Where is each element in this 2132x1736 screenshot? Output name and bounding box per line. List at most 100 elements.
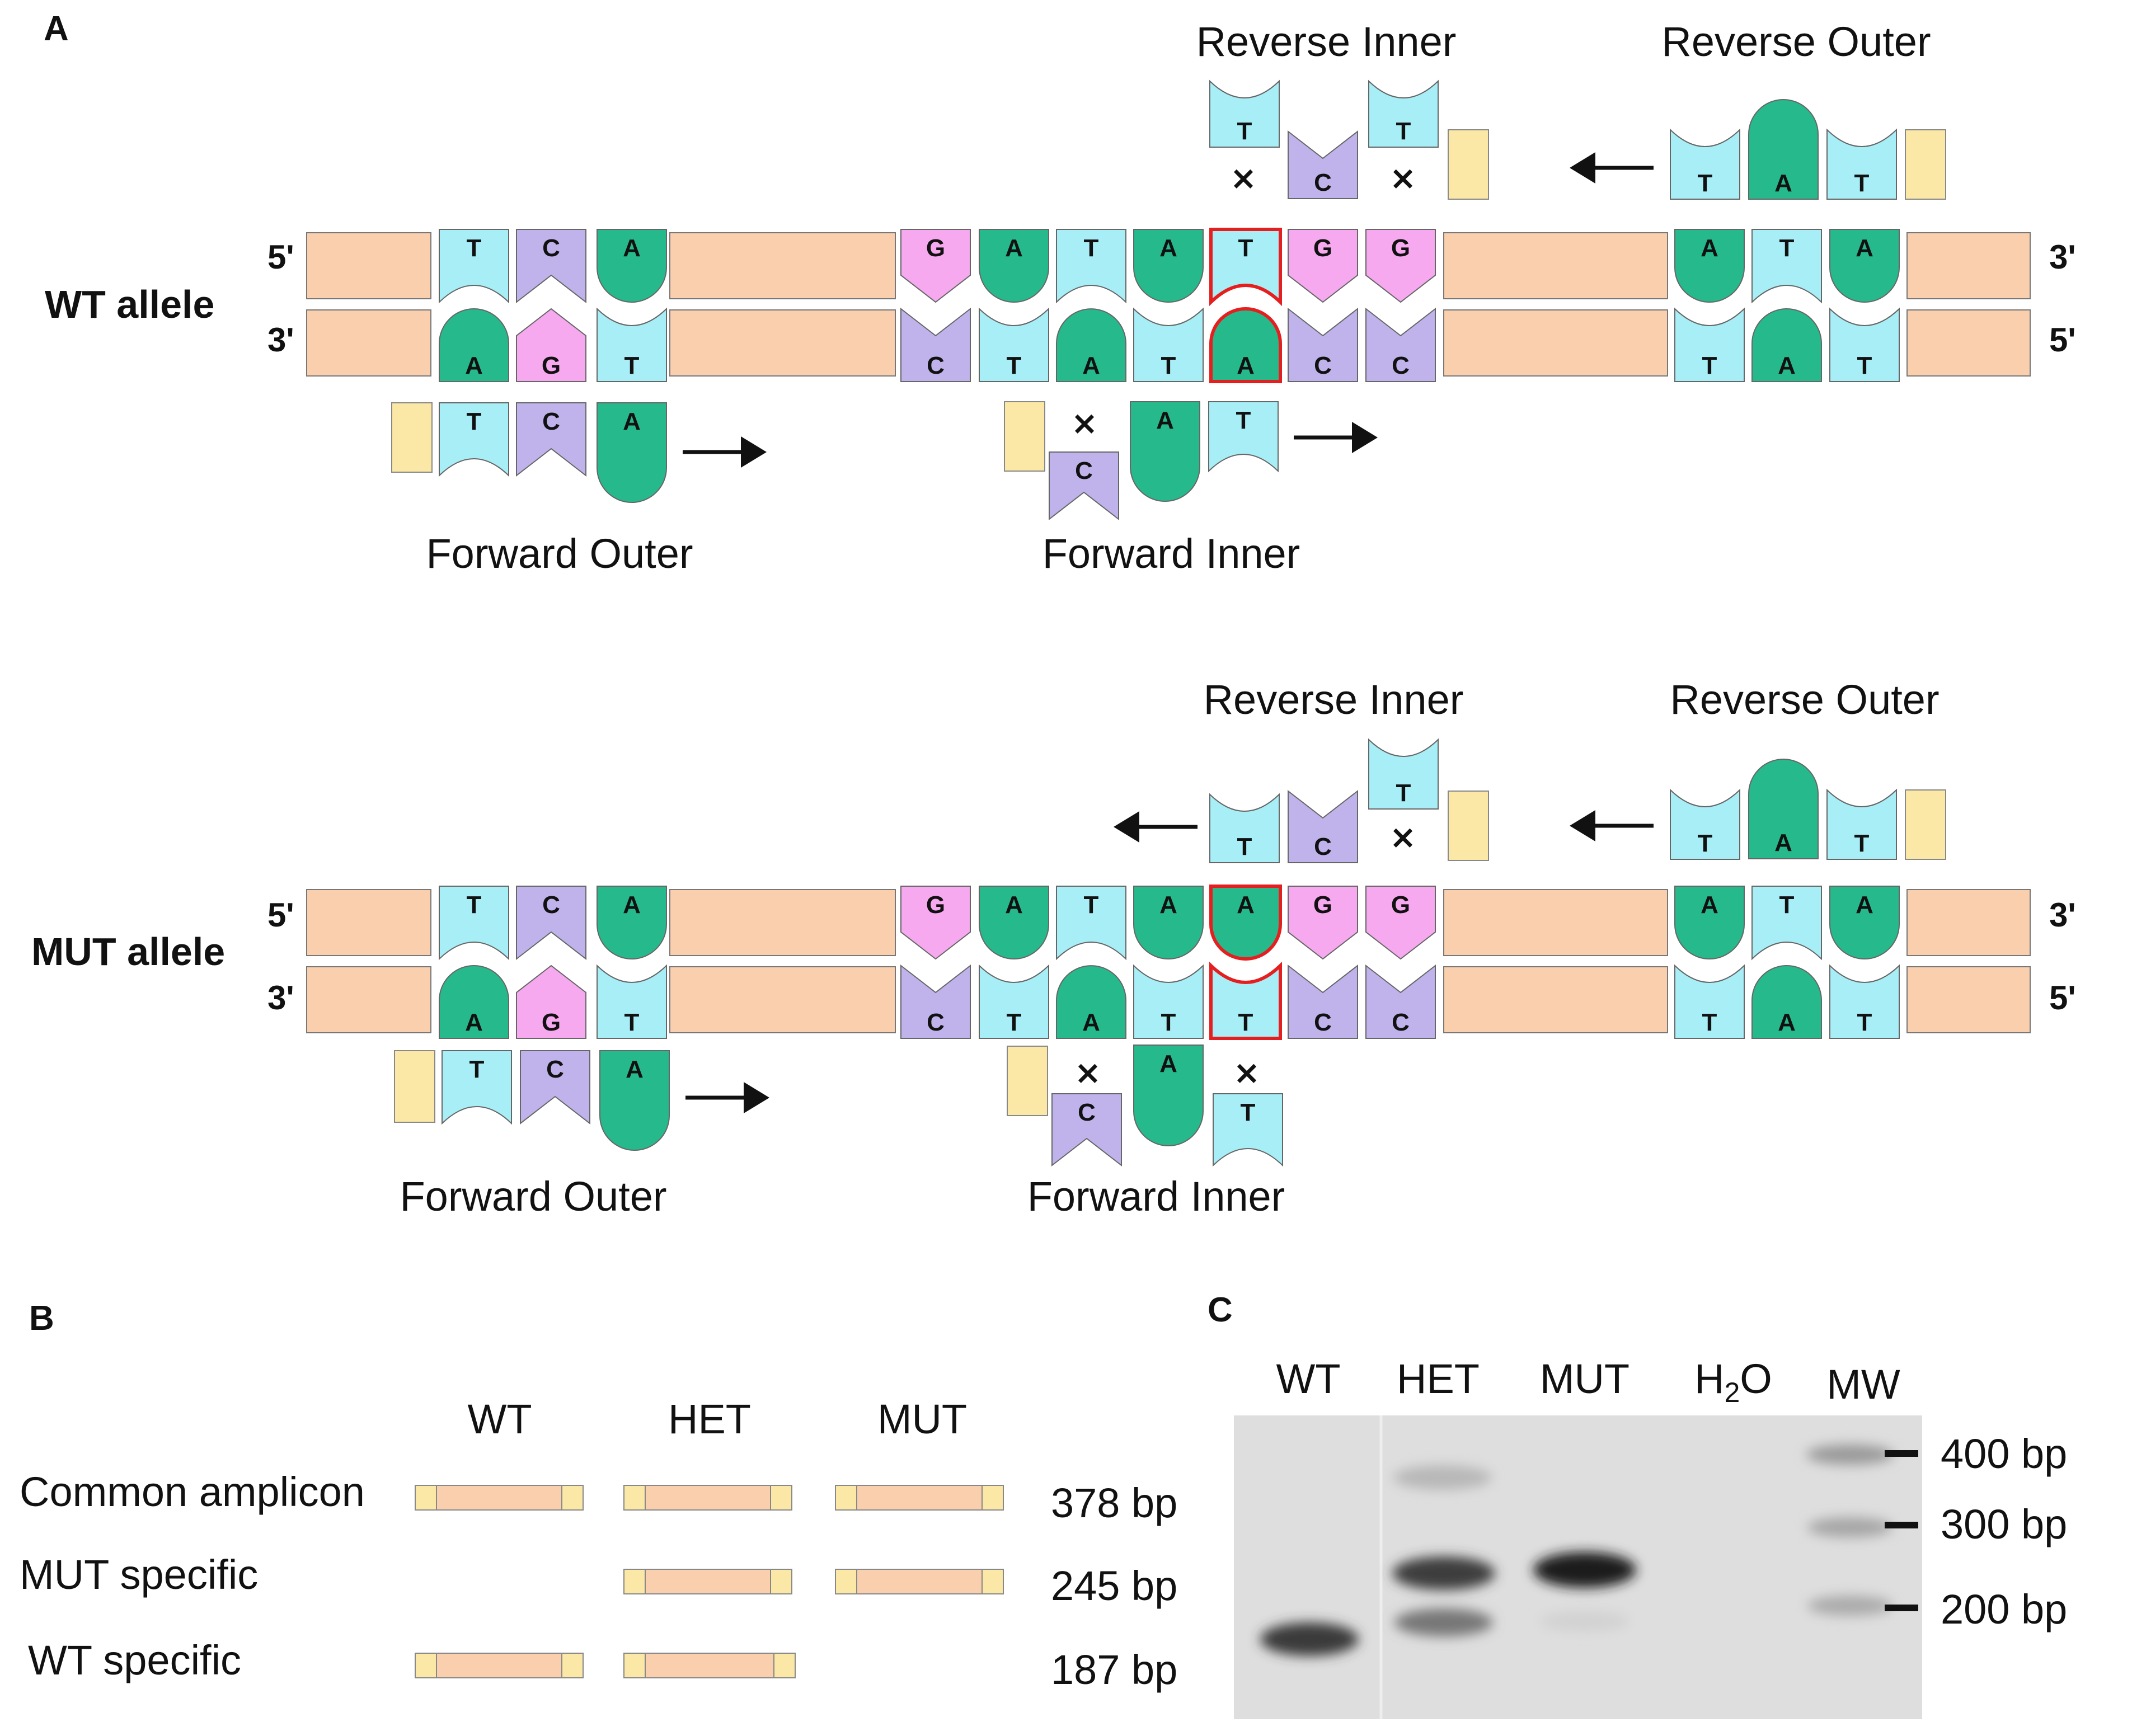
mut-top-base-7-letter: A (1237, 891, 1255, 919)
gel-lane-label-water-o: O (1740, 1356, 1772, 1402)
wt-top-base-0-shape (439, 229, 509, 304)
wt-bottom-base-2-letter: T (624, 352, 640, 379)
mut-top-base-3-letter: G (926, 891, 945, 919)
wt-top-base-8: G (1288, 229, 1358, 303)
mut-top-base-0-shape (439, 886, 509, 961)
mut-bottom-base-12: T (1829, 964, 1900, 1039)
mut-forward-outer-base-0-letter: T (469, 1056, 485, 1083)
mut-backbone-bottom-2 (1443, 966, 1668, 1033)
panel-b-column-mut: MUT (877, 1396, 967, 1442)
panel-b-bar-r1-c1-core (645, 1569, 771, 1594)
mut-top-base-12-shape (1829, 886, 1900, 959)
wt-reverse-inner-base-2-shape (1368, 79, 1439, 148)
wt-reverse-outer-base-1: A (1748, 99, 1819, 200)
wt-reverse-outer-base-2-letter: T (1854, 170, 1870, 197)
mut-bottom-base-6-letter: T (1161, 1009, 1176, 1036)
wt-bottom-base-12-shape (1829, 307, 1900, 382)
mut-forward-inner-base-1-shape (1133, 1045, 1204, 1146)
mut-forward-outer-base-1: C (520, 1050, 590, 1125)
mut-top-base-2-shape (597, 886, 667, 959)
wt-top-base-0: T (439, 229, 509, 304)
wt-reverse-outer-base-2: T (1826, 128, 1897, 200)
wt-bottom-base-10-shape (1674, 307, 1745, 382)
wt-reverse-inner-base-1-letter: C (1314, 169, 1332, 196)
mut-top-base-8-letter: G (1313, 891, 1332, 919)
wt-top-base-8-letter: G (1313, 234, 1332, 262)
wt-top-base-10: A (1674, 229, 1745, 303)
mut-top-base-6: A (1133, 886, 1204, 959)
mut-top-base-12: A (1829, 886, 1900, 959)
wt-bottom-base-10-letter: T (1702, 352, 1717, 379)
wt-forward-outer-base-2: A (597, 402, 667, 503)
mut-bottom-base-3: C (900, 964, 971, 1039)
wt-bottom-3prime: 3' (267, 321, 294, 359)
mut-top-base-6-shape (1133, 886, 1204, 959)
gel-ladder-band-200 (1807, 1596, 1892, 1616)
gel-band-het-378 (1393, 1465, 1492, 1490)
wt-reverse-inner-tag (1448, 129, 1489, 200)
mut-bottom-base-5-letter: A (1082, 1009, 1100, 1036)
wt-reverse-outer-tag (1905, 129, 1946, 200)
mut-backbone-bottom-0 (306, 966, 431, 1033)
mut-forward-inner-base-0-letter: C (1078, 1099, 1096, 1126)
mut-bottom-base-1-shape (516, 965, 586, 1039)
wt-backbone-top-2 (1443, 232, 1668, 299)
wt-bottom-5prime: 5' (2049, 321, 2076, 359)
mut-backbone-bottom-1 (669, 966, 896, 1033)
mut-bottom-base-11-letter: A (1778, 1009, 1796, 1036)
gel-band-mut-faint (1540, 1611, 1629, 1631)
wt-forward-inner-base-1-letter: A (1156, 407, 1174, 434)
panel-b-row-label-mut: MUT specific (20, 1551, 258, 1598)
wt-reverse-inner-base-1-shape (1288, 130, 1358, 199)
wt-bottom-base-9-letter: C (1392, 352, 1410, 379)
mut-bottom-base-3-shape (900, 964, 971, 1039)
wt-bottom-base-11-shape (1751, 308, 1822, 382)
gel-marker-tick-400 (1885, 1450, 1918, 1457)
mut-top-base-10: A (1674, 886, 1745, 959)
mut-forward-outer-base-0: T (442, 1050, 512, 1125)
mut-bottom-base-11-shape (1751, 965, 1822, 1039)
mut-reverse-inner-arrow-head (1114, 811, 1139, 843)
gel-lane-label-mw: MW (1826, 1361, 1900, 1408)
wt-top-base-7-letter: T (1238, 234, 1253, 262)
wt-top-base-1-letter: C (542, 234, 560, 262)
panel-b-size-common: 378 bp (1051, 1480, 1177, 1526)
mut-reverse-outer-base-1-letter: A (1774, 829, 1792, 857)
mut-forward-outer-base-2: A (599, 1050, 670, 1151)
mut-reverse-outer-base-0-letter: T (1698, 830, 1713, 857)
wt-reverse-outer-base-0-shape (1670, 128, 1740, 200)
wt-bottom-base-2: T (597, 307, 667, 382)
mut-bottom-base-11: A (1751, 965, 1822, 1039)
mut-bottom-base-6: T (1133, 964, 1204, 1039)
wt-bottom-base-8: C (1288, 307, 1358, 382)
wt-forward-inner-title: Forward Inner (1042, 530, 1300, 577)
mut-bottom-base-10-shape (1674, 964, 1745, 1039)
mut-allele-label: MUT allele (31, 930, 225, 973)
wt-forward-outer-base-1: C (516, 402, 586, 477)
mut-bottom-base-7-highlight (1209, 961, 1282, 1040)
mut-bottom-base-2-shape (597, 964, 667, 1039)
wt-top-base-3-letter: G (926, 234, 945, 262)
wt-bottom-base-4-shape (979, 307, 1049, 382)
mut-forward-outer-tag (394, 1050, 435, 1123)
mut-forward-inner-base-2-letter: T (1241, 1099, 1256, 1126)
mut-top-base-0: T (439, 886, 509, 961)
wt-top-base-2: A (597, 229, 667, 303)
mut-reverse-inner-base-1-shape (1288, 789, 1358, 863)
mut-bottom-base-4: T (979, 964, 1049, 1039)
wt-top-base-4-shape (979, 229, 1049, 303)
wt-top-base-10-letter: A (1701, 234, 1718, 262)
mut-bottom-base-9: C (1365, 964, 1436, 1039)
mut-bottom-base-9-letter: C (1392, 1009, 1410, 1036)
panel-b-bar-r1-c2-core (856, 1569, 983, 1594)
wt-top-base-3-shape (900, 229, 971, 303)
wt-top-base-2-shape (597, 229, 667, 303)
wt-bottom-base-8-letter: C (1314, 352, 1332, 379)
mut-top-3prime: 3' (2049, 896, 2076, 934)
gel-marker-label-400: 400 bp (1941, 1431, 2067, 1477)
wt-top-base-3: G (900, 229, 971, 303)
panel-b-bar-r0-c1-core (645, 1485, 771, 1511)
mut-reverse-inner-base-2: T (1368, 738, 1439, 810)
